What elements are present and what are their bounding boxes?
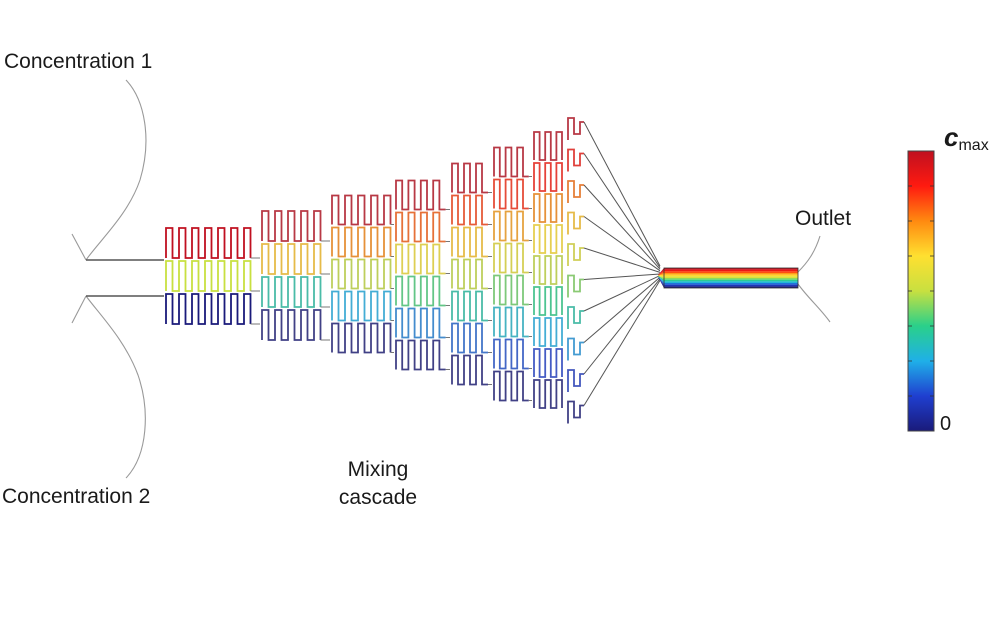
mixing-cascade (165, 117, 584, 424)
serpentine-channel (533, 286, 563, 316)
output-serpentine (567, 117, 584, 140)
colorbar-min-label: 0 (940, 413, 952, 435)
serpentine-channel (395, 179, 446, 211)
serpentine-channel (451, 162, 488, 194)
output-serpentine (567, 400, 584, 424)
serpentine-channel (451, 194, 488, 226)
serpentine-channel (331, 290, 392, 322)
serpentine-channel (451, 322, 488, 354)
color-scale-bar (907, 150, 935, 432)
serpentine-channel (533, 162, 563, 192)
serpentine-channel (533, 224, 563, 254)
serpentine-channel (493, 274, 529, 306)
serpentine-channel (165, 293, 252, 325)
serpentine-channel (261, 243, 322, 275)
fan-line (583, 216, 661, 272)
serpentine-channel (533, 348, 563, 378)
fan-line (583, 121, 661, 267)
outlet-band (658, 276, 798, 283)
outlet-band (658, 269, 798, 276)
serpentine-channel (261, 309, 322, 341)
output-serpentine (567, 274, 584, 298)
outlet-band (658, 275, 798, 278)
outlet-label: Outlet (795, 207, 852, 230)
serpentine-channel (493, 370, 529, 402)
serpentine-channel (331, 322, 392, 354)
outlet-band (658, 271, 798, 276)
cmax-symbol: c (944, 122, 959, 152)
output-serpentine (567, 369, 584, 392)
fan-line (583, 247, 661, 273)
serpentine-channel (451, 258, 488, 290)
output-serpentine (567, 243, 584, 266)
serpentine-channel (451, 290, 488, 322)
fan-line (583, 280, 661, 406)
output-serpentine (567, 306, 584, 329)
serpentine-channel (165, 260, 252, 292)
serpentine-channel (533, 255, 563, 285)
output-serpentine (567, 148, 584, 172)
output-serpentine (567, 211, 584, 235)
fan-line (583, 276, 661, 343)
serpentine-channel (395, 275, 446, 307)
outlet-band (658, 273, 798, 276)
outlet-callout-top (797, 235, 821, 273)
outlet-band (658, 268, 798, 276)
output-serpentine (567, 337, 584, 361)
outlet-band (658, 276, 798, 287)
serpentine-channel (331, 258, 392, 290)
serpentine-channel (165, 227, 252, 259)
serpentine-channel (533, 379, 563, 409)
serpentine-channel (533, 131, 563, 161)
serpentine-channel (261, 276, 322, 308)
outlet-band (658, 276, 798, 288)
outlet-band (658, 276, 798, 285)
outlet-band (658, 274, 798, 277)
concentration-2-callout (85, 295, 146, 479)
mixing-label-line1: Mixing (347, 458, 409, 481)
serpentine-channel (493, 210, 529, 242)
serpentine-channel (451, 226, 488, 258)
serpentine-channel (533, 193, 563, 223)
output-serpentine (567, 180, 584, 203)
fan-line (583, 153, 661, 268)
cmax-label: cmax (944, 122, 989, 155)
callout-lines (71, 79, 831, 479)
serpentine-channel (331, 194, 392, 226)
fan-line (583, 278, 661, 375)
fan-line (583, 184, 661, 270)
serpentine-channel (261, 210, 322, 242)
serpentine-channel (395, 307, 446, 339)
serpentine-channel (331, 226, 392, 258)
serpentine-channel (395, 339, 446, 371)
concentration-1-label: Concentration 1 (4, 50, 153, 73)
outlet-band (658, 276, 798, 280)
inlet-stub-lines (71, 233, 87, 324)
serpentine-channel (395, 211, 446, 243)
serpentine-channel (533, 317, 563, 347)
serpentine-channel (493, 242, 529, 274)
fan-line (583, 275, 661, 312)
serpentine-channel (493, 338, 529, 370)
outlet-border (663, 267, 799, 289)
concentration-2-label: Concentration 2 (2, 485, 151, 508)
mixing-label-line2: cascade (338, 486, 418, 509)
concentration-1-callout (85, 79, 147, 261)
serpentine-channel (493, 146, 529, 178)
serpentine-channel (451, 354, 488, 386)
outlet-band (658, 276, 798, 282)
serpentine-channel (493, 306, 529, 338)
mixing-cascade-label: Mixing cascade (318, 456, 438, 512)
fan-line (583, 273, 661, 280)
outlet-callout-bottom (797, 283, 831, 323)
serpentine-channel (395, 243, 446, 275)
cmax-subscript: max (958, 137, 989, 154)
outlet-fan-lines (583, 121, 661, 406)
outlet-channel (658, 267, 799, 289)
color-scale-ticks (908, 185, 934, 397)
serpentine-channel (493, 178, 529, 210)
